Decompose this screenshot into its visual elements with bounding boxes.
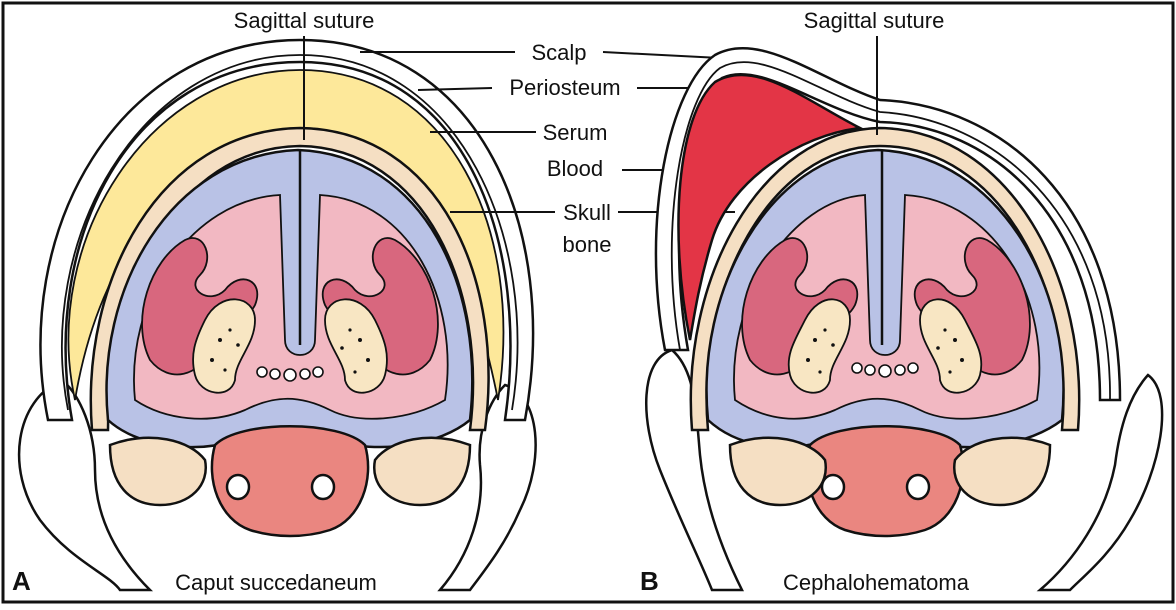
blood-label: Blood xyxy=(547,156,603,181)
panel-a-sagittal-label: Sagittal suture xyxy=(234,8,375,33)
panel-a-letter: A xyxy=(12,566,31,596)
scalp-label: Scalp xyxy=(531,40,586,65)
serum-label: Serum xyxy=(543,120,608,145)
skull-label-line1: Skull xyxy=(563,200,611,225)
skull-label-line2: bone xyxy=(563,232,612,257)
panel-b-letter: B xyxy=(640,566,659,596)
panel-a-caption: Caput succedaneum xyxy=(175,570,377,595)
panel-b-sagittal-label: Sagittal suture xyxy=(804,8,945,33)
panel-b-caption: Cephalohematoma xyxy=(783,570,970,595)
periosteum-label: Periosteum xyxy=(509,75,620,100)
